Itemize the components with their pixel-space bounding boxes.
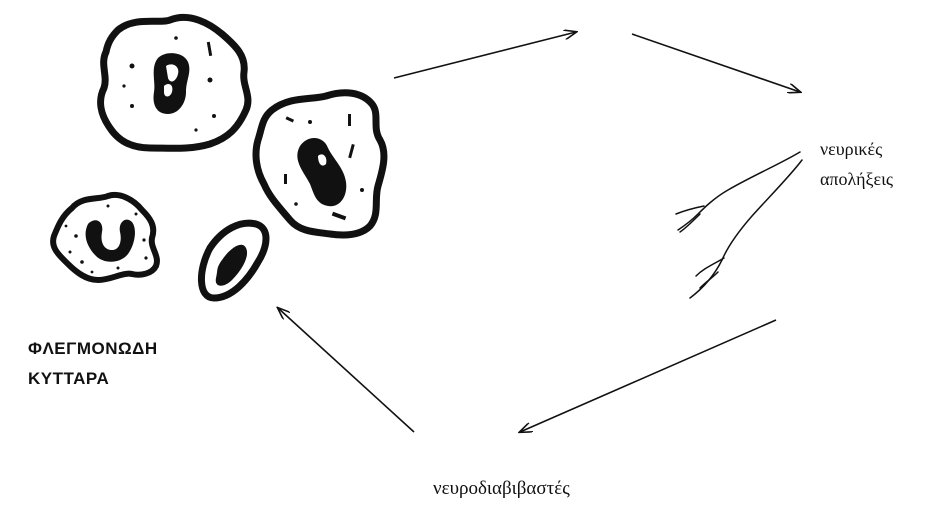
- inflammatory-cells-label-line2: ΚΥΤΤΑΡΑ: [28, 364, 158, 394]
- arrow-transmitters-to-cells: [278, 308, 414, 432]
- arrow-to-nerve-endings: [632, 34, 800, 92]
- nerve-endings-label: νευρικές απολήξεις: [820, 134, 893, 194]
- inflammatory-cell-2: [256, 93, 384, 235]
- nerve-endings-label-line2: απολήξεις: [820, 164, 893, 194]
- inflammatory-cell-1: [101, 17, 248, 148]
- neurotransmitters-label: νευροδιαβιβαστές: [433, 478, 570, 500]
- arrow-cells-to-upper-right: [394, 32, 576, 78]
- inflammatory-cell-3: [53, 195, 157, 280]
- arrow-nerve-to-transmitters: [520, 320, 776, 432]
- inflammatory-cells-label-line1: ΦΛΕΓΜΟΝΩΔΗ: [28, 334, 158, 364]
- inflammatory-cells-label: ΦΛΕΓΜΟΝΩΔΗ ΚΥΤΤΑΡΑ: [28, 334, 158, 394]
- inflammatory-cell-4: [201, 223, 266, 298]
- nerve-endings-label-line1: νευρικές: [820, 134, 893, 164]
- nerve-endings: [676, 152, 802, 298]
